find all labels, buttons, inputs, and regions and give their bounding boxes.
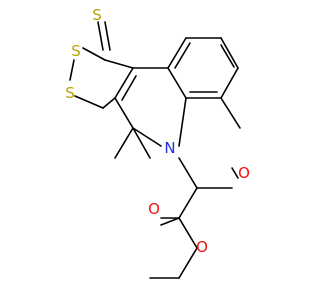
dihydroquinoline-ring — [114, 67, 187, 147]
structure-svg: S S S N O O O — [65, 6, 250, 279]
dithiole-ring — [69, 47, 134, 109]
atom-label-o-ester-ether: O — [196, 238, 208, 256]
atom-label-s-upper: S — [71, 42, 81, 60]
atom-label-o-ester-carbonyl: O — [148, 200, 160, 218]
gem-methyl-2 — [132, 127, 151, 159]
atom-label-s-lower: S — [65, 84, 75, 102]
benzene-ring — [167, 37, 239, 99]
molecule-diagram: S S S N O O O — [65, 6, 250, 279]
thione-bond-2 — [104, 21, 111, 51]
aryl-methyl-bond-2 — [220, 97, 241, 129]
gem-methyl-1 — [114, 127, 134, 159]
atom-label-n: N — [164, 139, 175, 157]
thione-bond — [97, 21, 104, 51]
atom-label-o-ketone: O — [238, 164, 250, 182]
oxoacetate-chain — [149, 157, 239, 279]
atom-label-s-thione: S — [92, 6, 102, 24]
